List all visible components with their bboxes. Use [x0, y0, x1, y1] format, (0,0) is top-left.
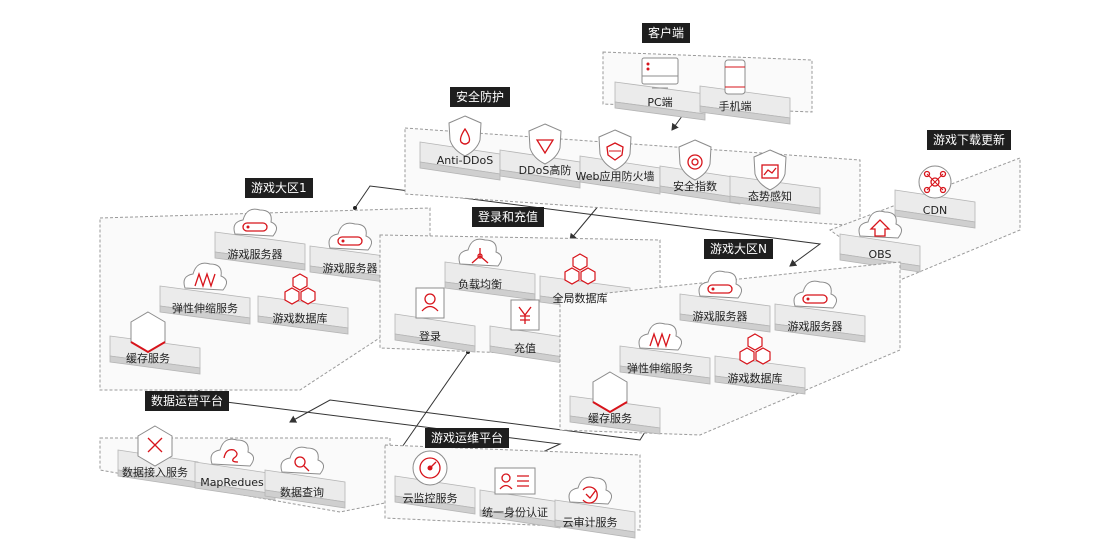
zone1-item-3-hex-db-icon — [284, 273, 316, 305]
dataops-item-0-hub-icon — [137, 425, 173, 467]
dataops-item-1-cloud-swirl-icon — [210, 438, 254, 467]
gameops-item-0-label: 云监控服务 — [402, 492, 458, 505]
zoneN-item-0-cloud-server-icon — [698, 270, 742, 299]
gameops-item-2-cloud-audit-icon — [568, 476, 612, 505]
zone1-item-2-label: 弹性伸缩服务 — [172, 302, 238, 315]
zone1-item-0-label: 游戏服务器 — [227, 248, 283, 261]
login-item-3-label: 充值 — [514, 342, 536, 355]
client-item-0-label: PC端 — [647, 96, 673, 109]
zone1-item-3-label: 游戏数据库 — [272, 312, 328, 325]
group-dataops-title: 数据运营平台 — [145, 391, 230, 411]
login-item-0-label: 负载均衡 — [458, 278, 502, 291]
zoneN-item-2-cloud-scale-icon — [638, 322, 682, 351]
zone1-item-1-cloud-server-icon — [328, 222, 372, 251]
zone1-item-4-hex-cache-icon — [130, 311, 166, 354]
zoneN-item-1-cloud-server-icon — [793, 280, 837, 309]
security-item-1-label: DDoS高防 — [518, 164, 572, 177]
zone1-item-0-cloud-server-icon — [233, 208, 277, 237]
security-item-4-shield-chart-icon — [753, 149, 787, 191]
zoneN-item-3-hex-db-icon — [739, 333, 771, 365]
dataops-item-2-cloud-search-icon — [280, 446, 324, 475]
group-zoneN-title: 游戏大区N — [704, 239, 773, 259]
group-client-title: 客户端 — [642, 23, 691, 43]
zoneN-item-3-label: 游戏数据库 — [727, 372, 783, 385]
zoneN-item-2-label: 弹性伸缩服务 — [627, 362, 693, 375]
zone1-item-1-label: 游戏服务器 — [322, 262, 378, 275]
client-item-1-label: 手机端 — [718, 100, 752, 113]
zoneN-item-4-label: 缓存服务 — [588, 412, 632, 425]
group-gameops-title: 游戏运维平台 — [425, 428, 510, 448]
zone1-item-4-label: 缓存服务 — [126, 352, 170, 365]
group-security-title: 安全防护 — [450, 87, 511, 107]
login-item-2-label: 登录 — [419, 330, 441, 343]
group-login-title: 登录和充值 — [472, 207, 545, 227]
security-item-0-label: Anti-DDoS — [436, 154, 494, 167]
zoneN-item-4-hex-cache-icon — [592, 371, 628, 414]
security-item-2-label: Web应用防火墙 — [575, 170, 655, 183]
security-item-0-shield-drop-icon — [448, 115, 482, 157]
security-item-3-shield-target-icon — [678, 139, 712, 181]
gameops-item-1-idcard-icon — [494, 467, 536, 495]
group-zone1-title: 游戏大区1 — [245, 178, 313, 198]
client-item-0-monitor-icon — [641, 57, 679, 89]
download-item-0-cdn-icon — [918, 165, 952, 199]
zone1-item-2-cloud-scale-icon — [183, 262, 227, 291]
security-item-3-label: 安全指数 — [673, 180, 717, 193]
client-item-1-phone-icon — [724, 59, 746, 95]
zoneN-item-0-label: 游戏服务器 — [692, 310, 748, 323]
security-item-2-shield-fw-icon — [598, 129, 632, 171]
login-item-3-yen-icon — [510, 299, 540, 331]
download-item-0-label: CDN — [922, 204, 948, 217]
dataops-item-2-label: 数据查询 — [280, 486, 324, 499]
dataops-item-1-label: MapRedues — [200, 476, 264, 489]
dataops-item-0-label: 数据接入服务 — [122, 466, 188, 479]
login-item-2-user-icon — [415, 287, 445, 319]
gameops-item-0-gauge-icon — [412, 450, 448, 486]
gameops-item-2-label: 云审计服务 — [562, 516, 618, 529]
login-item-1-label: 全局数据库 — [552, 292, 608, 305]
security-item-1-shield-tri-icon — [528, 123, 562, 165]
zoneN-item-1-label: 游戏服务器 — [787, 320, 843, 333]
group-download-title: 游戏下载更新 — [927, 130, 1012, 150]
download-item-1-cloud-up-icon — [858, 210, 902, 239]
security-item-4-label: 态势感知 — [748, 190, 792, 203]
gameops-item-1-label: 统一身份认证 — [482, 506, 548, 519]
login-item-1-hex-db-icon — [564, 253, 596, 285]
download-item-1-label: OBS — [868, 248, 892, 261]
login-item-0-cloud-lb-icon — [458, 238, 502, 267]
